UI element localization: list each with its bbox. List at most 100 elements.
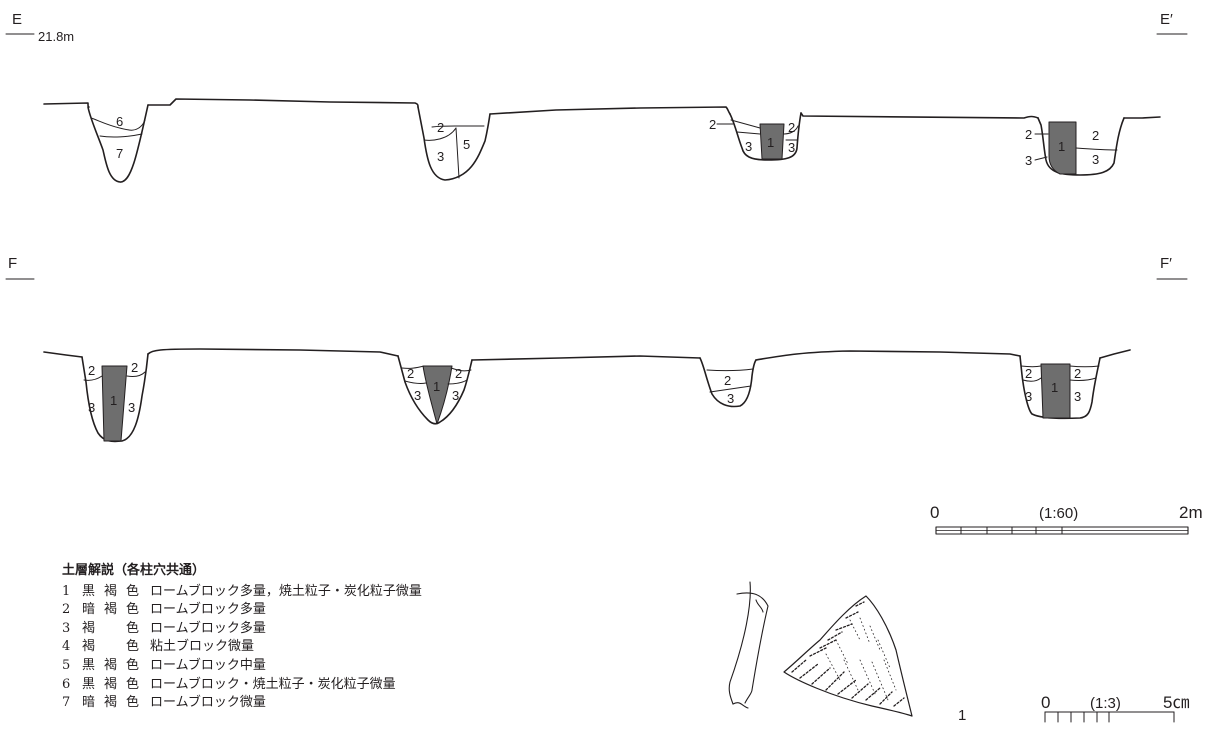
- layer-number: 2: [407, 366, 414, 381]
- section-e-labels: E 21.8m E′: [12, 11, 1173, 44]
- legend-c1: 黒: [82, 583, 96, 599]
- layer-number: 3: [88, 400, 95, 415]
- legend-c2: 褐: [104, 583, 118, 599]
- pit-e4-layer1: [1048, 121, 1077, 175]
- layer-number: 2: [709, 117, 716, 132]
- section-e-right-label: E′: [1160, 11, 1173, 28]
- legend-no: 6: [62, 676, 71, 692]
- scale-large-ratio: (1:60): [1039, 505, 1078, 522]
- layer-number: 2: [455, 366, 462, 381]
- scale-large-end: 2m: [1179, 503, 1203, 522]
- pit-e3: [729, 112, 802, 161]
- pit-f2: [397, 355, 473, 425]
- legend-c2: 褐: [104, 602, 118, 618]
- layer-number: 3: [1025, 389, 1032, 404]
- legend-c3: 色: [126, 657, 140, 673]
- pit-e4: [1037, 117, 1125, 176]
- legend-no: 2: [62, 602, 71, 618]
- legend-c3: 色: [126, 676, 140, 692]
- section-f-labels: F F′: [8, 255, 1172, 272]
- layer-number: 3: [1092, 152, 1099, 167]
- layer-number: 3: [1025, 153, 1032, 168]
- legend-c1: 褐: [82, 620, 96, 636]
- pit-f2-layer1: [422, 365, 453, 425]
- scale-large-zero: 0: [930, 503, 939, 522]
- legend-c1: 黒: [82, 657, 96, 673]
- legend-desc: ロームブロック多量: [150, 620, 266, 636]
- legend-no: 1: [62, 583, 71, 599]
- layer-number: 3: [128, 400, 135, 415]
- legend-desc: 粘土ブロック微量: [150, 639, 255, 655]
- section-f-ground-surface: [43, 348, 1131, 361]
- layer-number: 7: [116, 146, 123, 161]
- legend-desc: ロームブロック多量: [150, 602, 266, 618]
- legend-no: 5: [62, 657, 71, 673]
- artifact-stone-tool: [783, 595, 913, 717]
- layer-number: 3: [437, 149, 444, 164]
- artifact-number: 1: [958, 707, 966, 724]
- layer-number: 3: [745, 139, 752, 154]
- section-e-left-label: E: [12, 11, 22, 28]
- layer-number: 5: [463, 137, 470, 152]
- pit-e3-layer1: [759, 123, 785, 160]
- layer-number: 3: [452, 388, 459, 403]
- layer-number: 2: [437, 120, 444, 135]
- layer-number: 2: [1074, 366, 1081, 381]
- layer-number: 3: [414, 388, 421, 403]
- legend-c3: 色: [126, 695, 140, 711]
- legend-desc: ロームブロック微量: [150, 695, 266, 711]
- scale-bar-small: [1044, 711, 1175, 723]
- legend-c3: 色: [126, 602, 140, 618]
- legend-c1: 黒: [82, 676, 96, 692]
- pit-e2: [417, 106, 491, 181]
- pit-f1: [81, 353, 149, 443]
- legend-desc: ロームブロック中量: [150, 657, 266, 673]
- section-e-ground-surface: [43, 98, 1161, 119]
- layer-number: 1: [767, 135, 774, 150]
- pit-f4: [1019, 355, 1101, 420]
- scale-small-end: 5㎝: [1163, 693, 1189, 712]
- layer-number: 3: [1074, 389, 1081, 404]
- layer-number: 1: [110, 393, 117, 408]
- section-f-right-label: F′: [1160, 255, 1172, 272]
- legend-c1: 暗: [82, 695, 96, 711]
- scale-small-ratio: (1:3): [1090, 695, 1121, 712]
- legend-desc: ロームブロック・焼土粒子・炭化粒子微量: [150, 676, 396, 692]
- layer-number: 3: [727, 391, 734, 406]
- layer-number: 2: [1092, 128, 1099, 143]
- pit-f4-layer1: [1040, 363, 1071, 419]
- legend-c3: 色: [126, 639, 140, 655]
- legend-c2: 褐: [104, 695, 118, 711]
- legend-c1: 褐: [82, 639, 96, 655]
- scale-small-zero: 0: [1041, 693, 1050, 712]
- layer-number: 2: [1025, 127, 1032, 142]
- elevation-label: 21.8m: [38, 29, 74, 44]
- layer-number: 2: [131, 360, 138, 375]
- legend-c2: 褐: [104, 676, 118, 692]
- legend-c3: 色: [126, 620, 140, 636]
- pit-e1: [87, 104, 149, 183]
- layer-number: 1: [433, 379, 440, 394]
- scale-bar-large: [935, 526, 1189, 535]
- layer-number-labels: 6 7 2 5 3 2 3 1 2 3 2 3 1 2 3 2 2 3 1 3 …: [88, 114, 1099, 415]
- legend-c3: 色: [126, 583, 140, 599]
- layer-number: 1: [1058, 139, 1065, 154]
- layer-number: 1: [1051, 380, 1058, 395]
- legend-no: 7: [62, 695, 71, 711]
- legend-no: 4: [62, 639, 71, 655]
- layer-number: 2: [788, 120, 795, 135]
- layer-number: 2: [88, 363, 95, 378]
- legend-no: 3: [62, 620, 71, 636]
- legend-title: 土層解説（各柱穴共通）: [62, 563, 206, 578]
- legend-desc: ロームブロック多量，焼土粒子・炭化粒子微量: [150, 583, 422, 599]
- pit-f1-layer1: [101, 365, 128, 442]
- layer-number: 2: [1025, 366, 1032, 381]
